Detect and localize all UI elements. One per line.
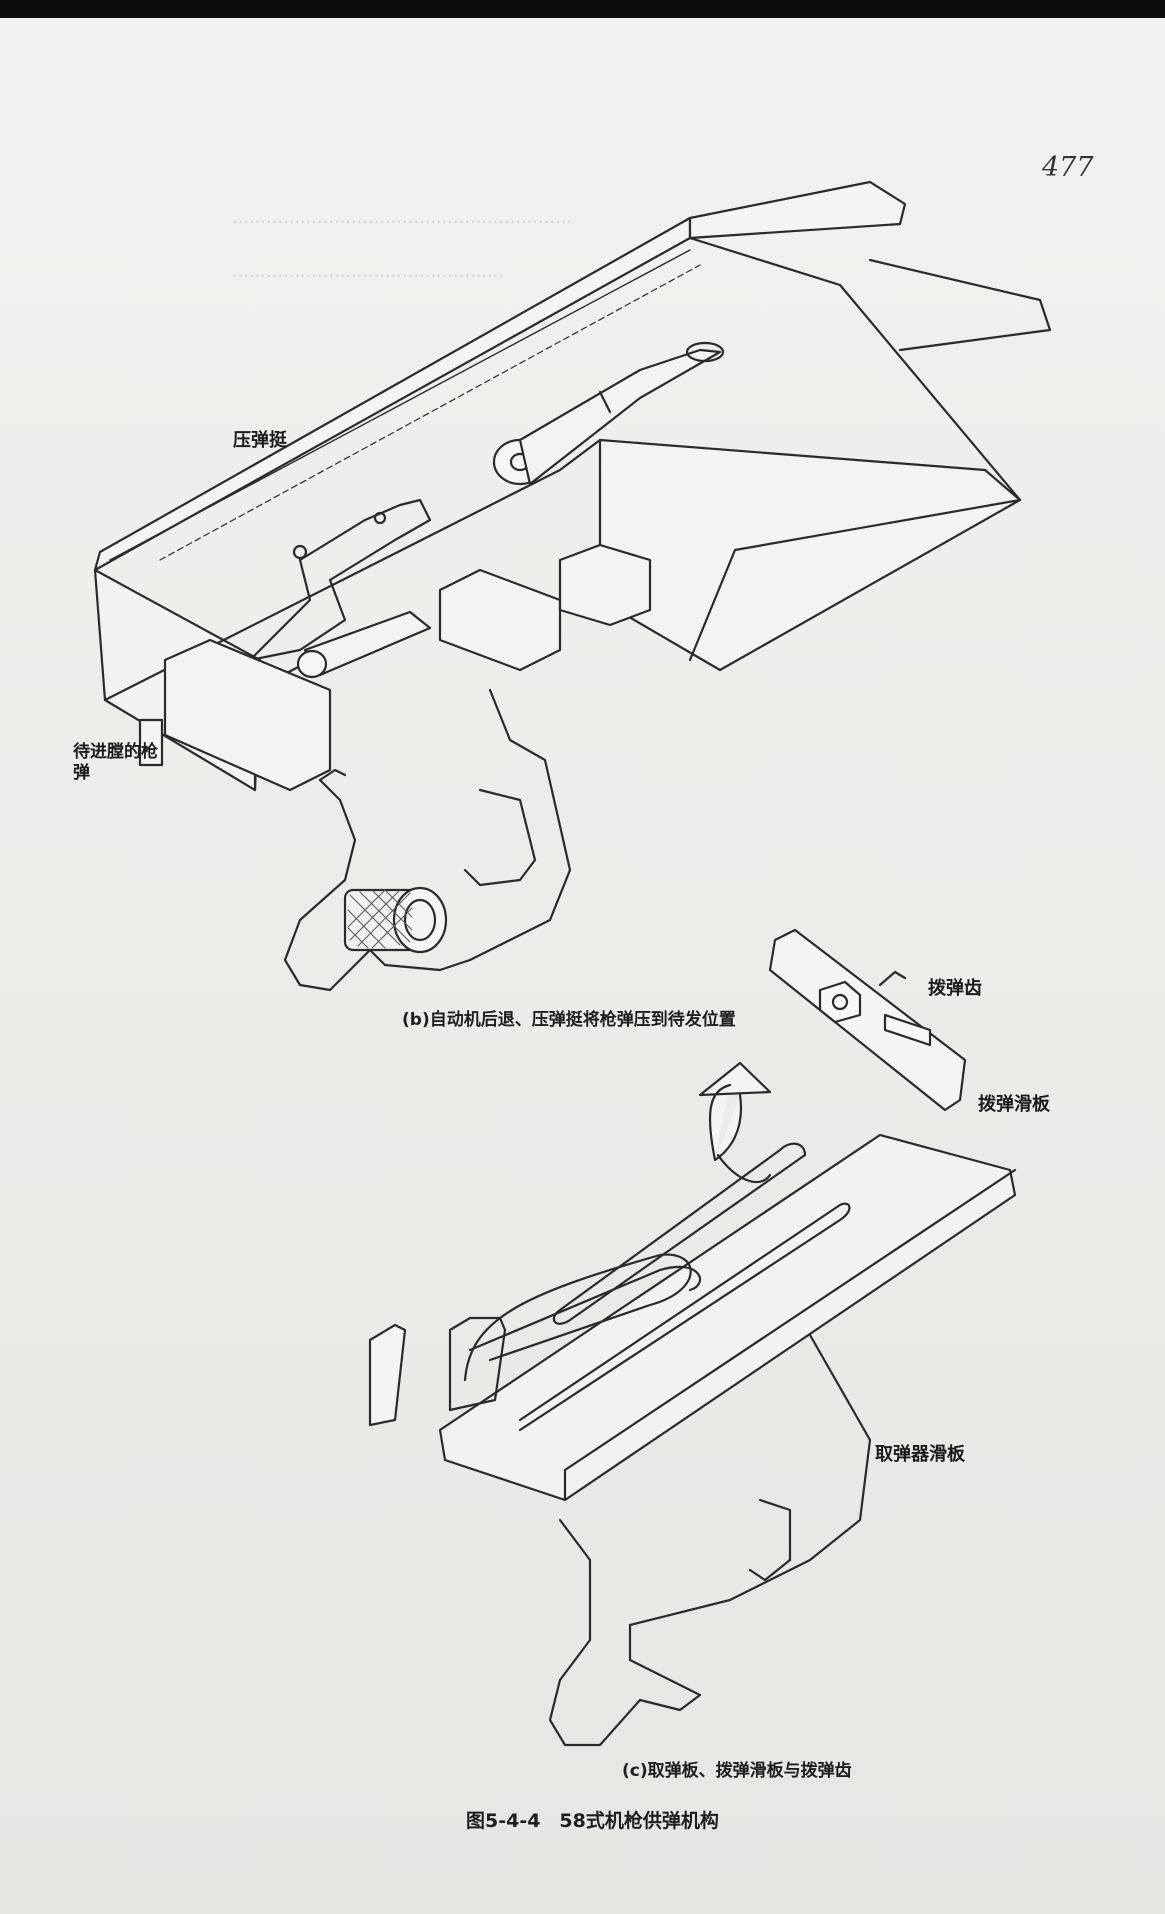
figure-caption: 图5-4-4 58式机枪供弹机构 <box>466 1810 719 1832</box>
bleed-through-text: ………………………………………… <box>232 262 504 282</box>
label-waiting-round: 待进膛的枪弹 <box>73 742 158 784</box>
cartridge <box>492 341 725 486</box>
receiver-housing <box>93 180 1052 792</box>
label-feed-pawl: 拨弹齿 <box>928 978 982 999</box>
mount-blocks <box>138 543 652 792</box>
book-page <box>0 18 1165 1914</box>
page-number: 477 <box>1042 152 1094 183</box>
bleed-through-text: …………………………………………………… <box>232 208 572 228</box>
pressing-arm <box>248 498 432 662</box>
feed-slide-plate <box>368 1133 1017 1502</box>
waiting-round <box>296 610 432 679</box>
label-extractor-slide: 取弹器滑板 <box>875 1444 965 1465</box>
feed-lever-and-handle <box>283 688 572 992</box>
rotation-arrow <box>698 1061 772 1184</box>
panel-c-caption: (c)取弹板、拨弹滑板与拨弹齿 <box>622 1761 852 1781</box>
label-pressing-arm: 压弹挺 <box>233 430 287 451</box>
panel-b-caption: (b)自动机后退、压弹挺将枪弹压到待发位置 <box>402 1010 736 1030</box>
label-feed-slide: 拨弹滑板 <box>978 1094 1050 1115</box>
extractor-slide-lever <box>548 1333 872 1747</box>
scan-top-border <box>0 0 1165 18</box>
feed-pawl-part <box>768 928 967 1112</box>
